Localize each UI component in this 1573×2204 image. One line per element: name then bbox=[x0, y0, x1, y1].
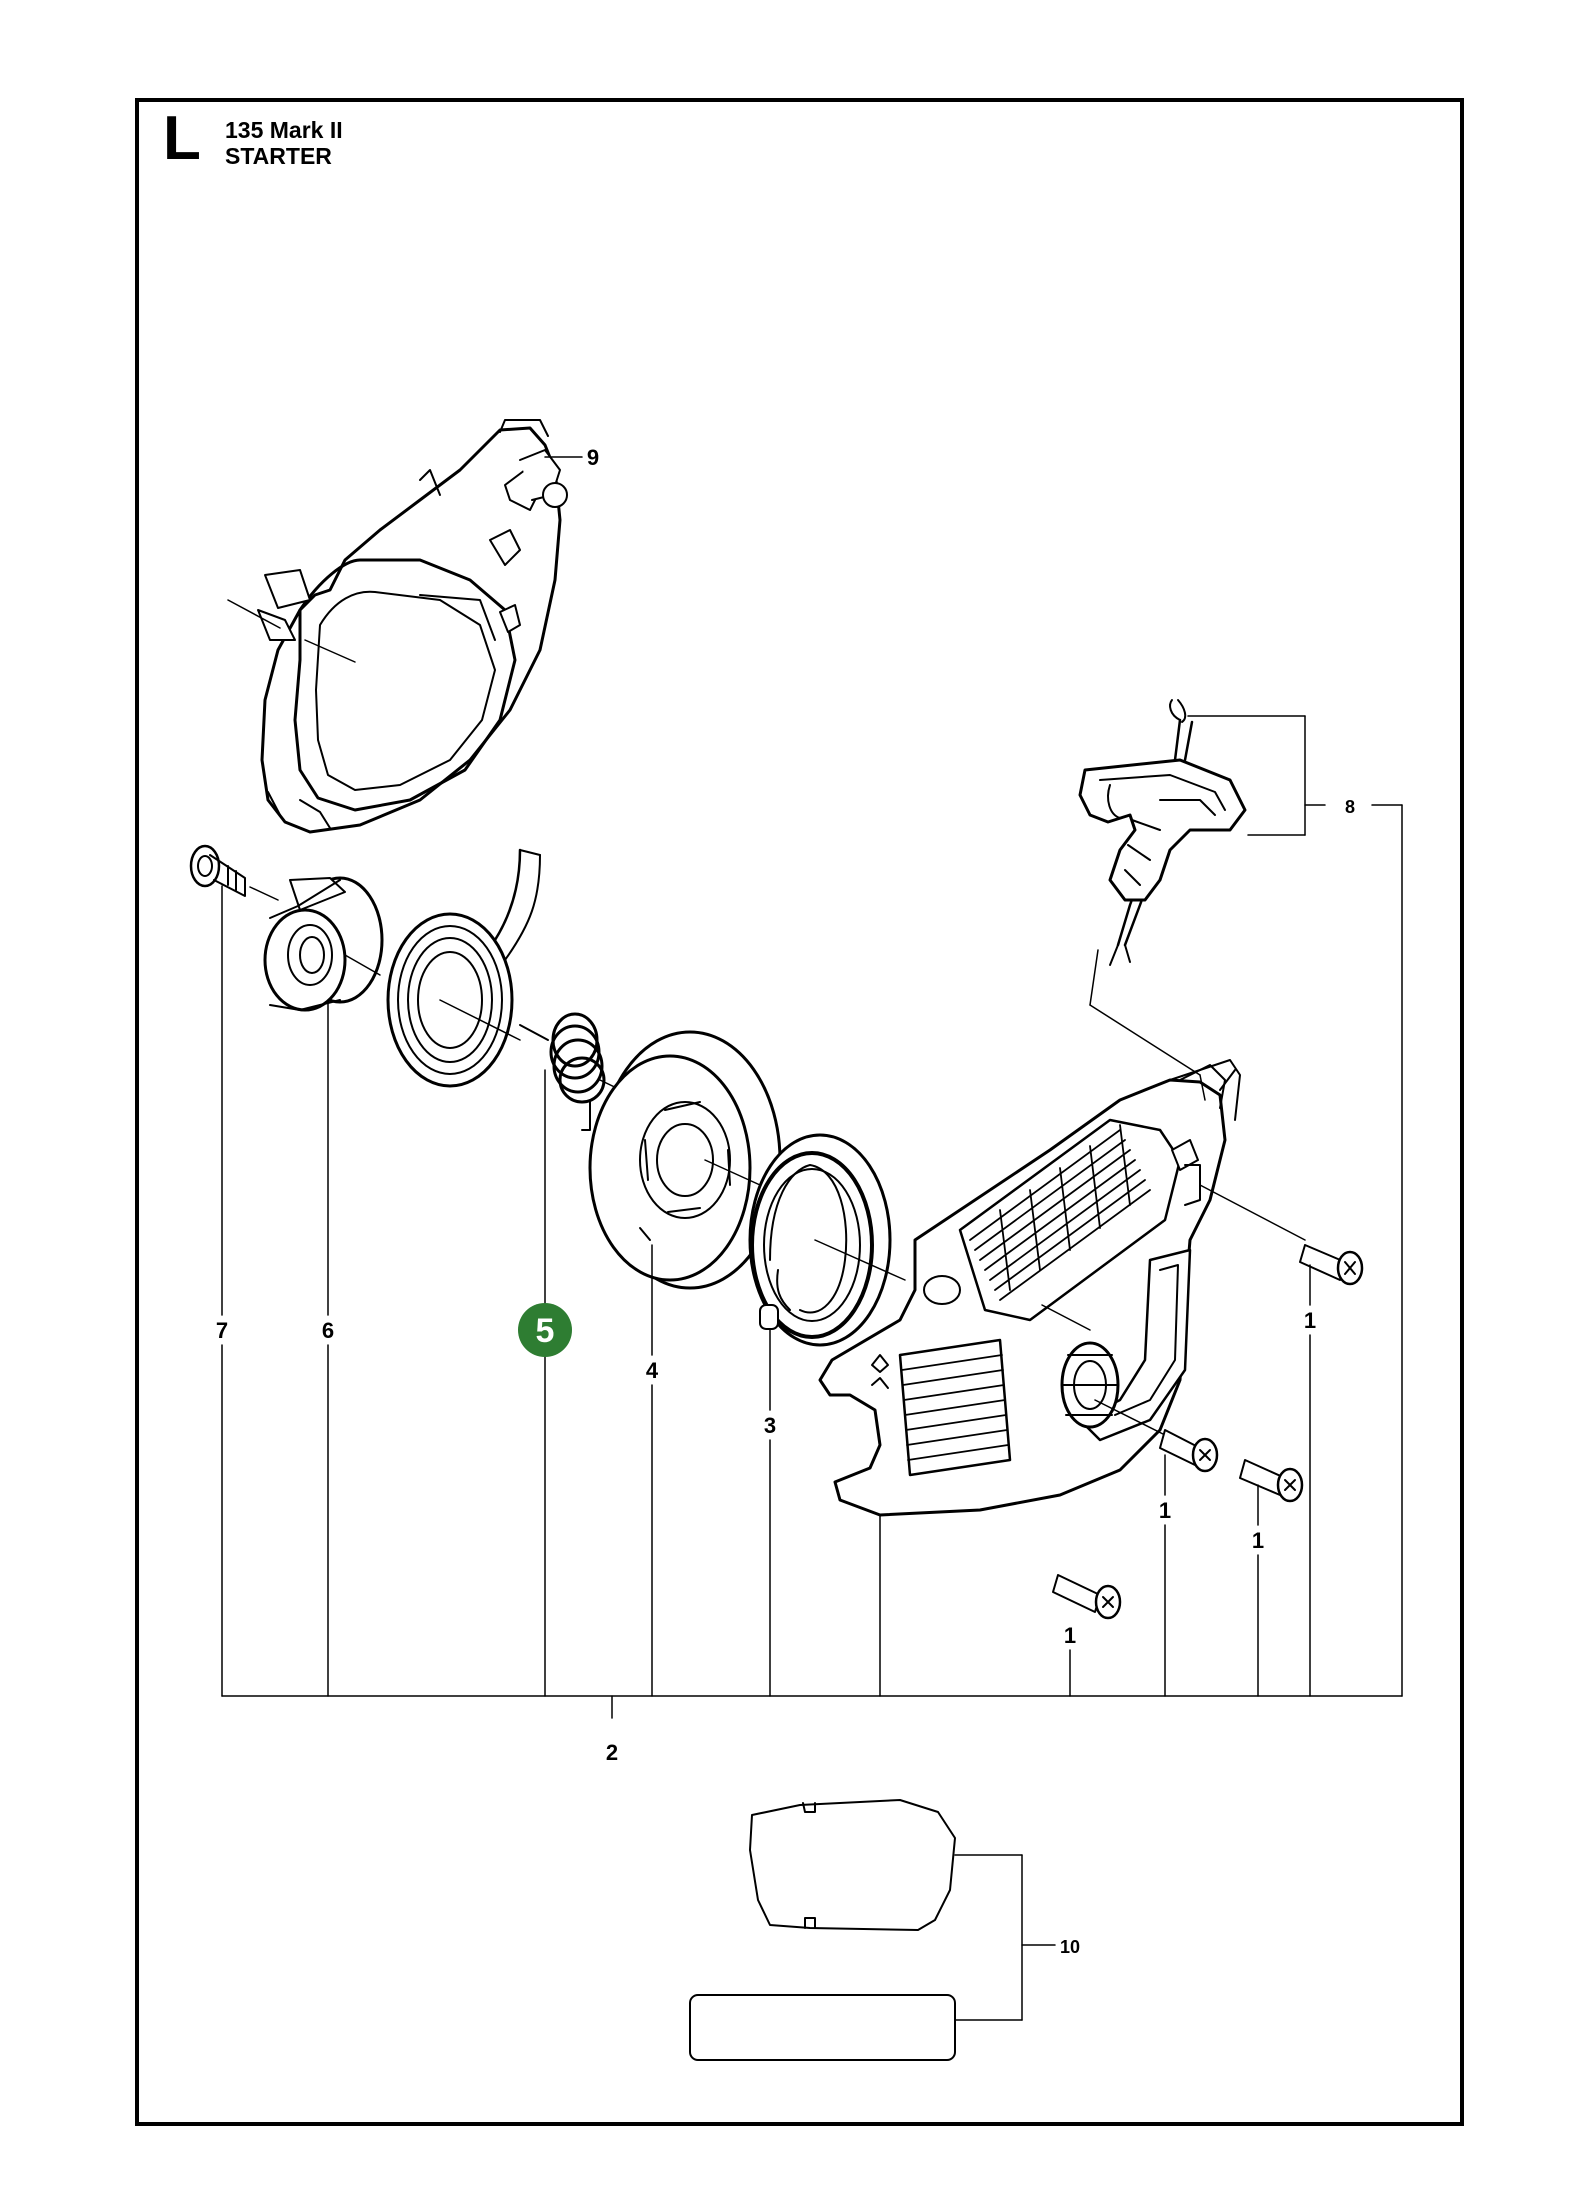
callout-3: 3 bbox=[764, 1413, 776, 1438]
part-1-screw-right bbox=[1239, 1459, 1304, 1503]
section-title: STARTER bbox=[225, 143, 332, 169]
callout-8: 8 bbox=[1345, 797, 1355, 817]
part-1-screw-middle bbox=[1159, 1429, 1219, 1473]
rewind-spring bbox=[386, 848, 541, 1088]
callout-7: 7 bbox=[216, 1318, 228, 1343]
part-8-starter-handle bbox=[1078, 699, 1247, 966]
callout-4: 4 bbox=[646, 1358, 659, 1383]
highlight-badge-5: 5 bbox=[518, 1303, 572, 1357]
part-3-spring-cassette bbox=[748, 1133, 906, 1347]
part-2-starter-housing bbox=[818, 1059, 1306, 1517]
callout-10: 10 bbox=[1060, 1937, 1080, 1957]
part-9-fan-cover bbox=[227, 419, 568, 834]
callout-1-middle: 1 bbox=[1159, 1498, 1171, 1523]
part-1-screw-top-right bbox=[1299, 1244, 1364, 1286]
section-letter: L bbox=[163, 104, 201, 173]
part-1-screw-bottom bbox=[1052, 1574, 1122, 1620]
callout-9: 9 bbox=[587, 445, 599, 470]
diagram-frame bbox=[135, 98, 1464, 2126]
model-name: 135 Mark II bbox=[225, 117, 343, 143]
callout-1-top-right: 1 bbox=[1304, 1308, 1316, 1333]
callout-leaders bbox=[221, 456, 1403, 2021]
part-10-decal bbox=[689, 1799, 956, 2061]
callout-6: 6 bbox=[322, 1318, 334, 1343]
callout-5: 5 bbox=[536, 1312, 555, 1350]
part-4-rope-pulley bbox=[588, 1030, 782, 1290]
part-6-flange bbox=[263, 876, 384, 1012]
callout-1-bottom: 1 bbox=[1064, 1623, 1076, 1648]
callout-1-right: 1 bbox=[1252, 1528, 1264, 1553]
part-7-screw bbox=[189, 844, 279, 901]
callout-2: 2 bbox=[606, 1740, 618, 1765]
